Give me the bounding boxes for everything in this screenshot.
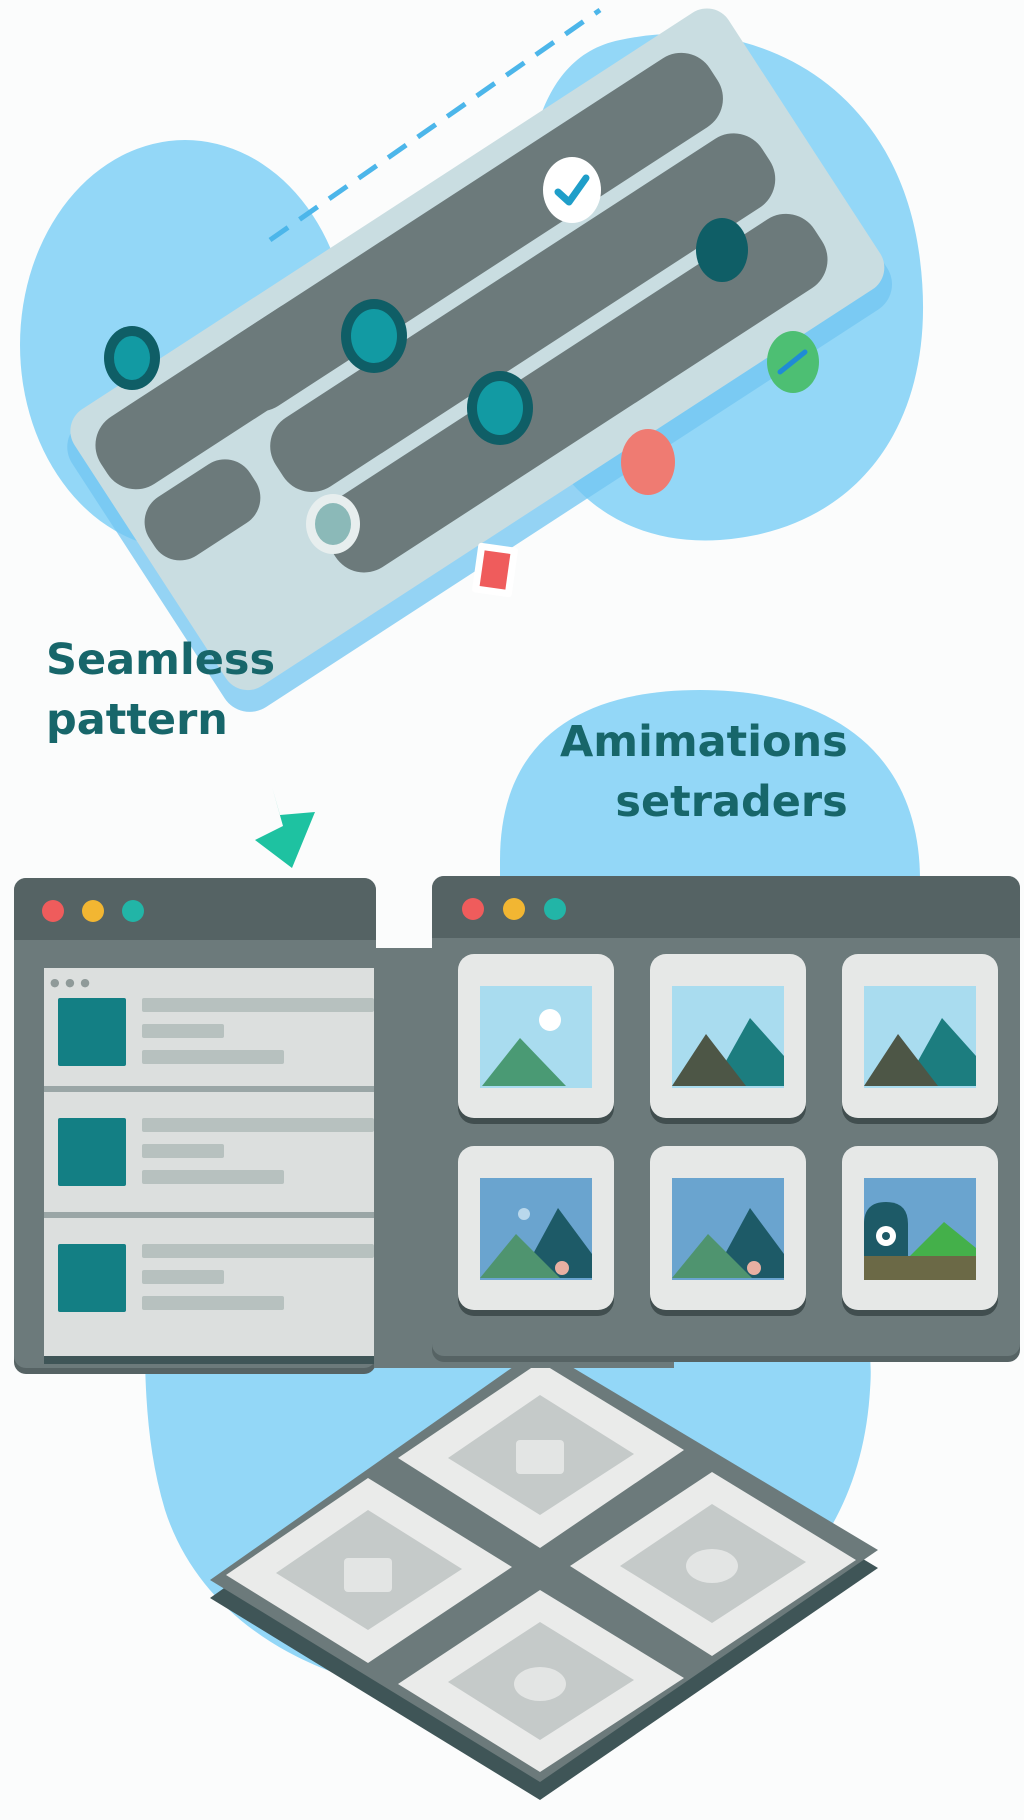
card-row-3	[322, 213, 828, 573]
more-dots-icon: ● ● ●	[50, 976, 91, 989]
card-row-2	[270, 133, 776, 492]
landscape-image-icon	[864, 986, 976, 1088]
caption-right-line-1: Amimations	[560, 717, 848, 767]
list-item-thumbnail	[58, 998, 126, 1066]
card-indicators	[104, 218, 748, 554]
list-item-thumbnail	[58, 1118, 126, 1186]
card-row-short-2	[144, 459, 261, 561]
list-item-line	[142, 1024, 224, 1038]
window-close-dot-icon[interactable]	[462, 898, 484, 920]
gallery-tile[interactable]	[458, 954, 614, 1118]
window-minimize-dot-icon[interactable]	[503, 898, 525, 920]
landscape-image-icon	[672, 1178, 784, 1280]
arrow-down-icon	[255, 787, 315, 868]
list-item[interactable]	[44, 1094, 374, 1218]
gallery-tile[interactable]	[458, 1146, 614, 1310]
list-item-line	[142, 1244, 374, 1258]
window-maximize-dot-icon[interactable]	[544, 898, 566, 920]
caption-left-line-1: Seamless	[46, 635, 276, 685]
isometric-tile-grid	[210, 1348, 878, 1800]
list-item-line	[142, 1270, 224, 1284]
gallery-tile[interactable]	[650, 954, 806, 1118]
gallery-tile[interactable]	[650, 1146, 806, 1310]
list-item-line	[142, 1170, 284, 1184]
window-maximize-dot-icon[interactable]	[122, 900, 144, 922]
window-close-dot-icon[interactable]	[42, 900, 64, 922]
checkmark-icon	[543, 157, 601, 223]
caption-left-line-2: pattern	[46, 695, 228, 745]
landscape-image-icon	[480, 986, 592, 1088]
iso-tile-right	[570, 1472, 856, 1656]
caption-animations: Amimations setraders	[560, 712, 848, 832]
gallery-window-titlebar	[432, 876, 1020, 938]
landscape-image-icon	[672, 986, 784, 1088]
list-item[interactable]: ● ● ●	[44, 968, 374, 1092]
list-item-line	[142, 998, 374, 1012]
gallery-window	[432, 876, 1020, 1356]
gallery-tile[interactable]	[842, 1146, 998, 1310]
landscape-image-icon	[864, 1178, 976, 1280]
landscape-image-icon	[480, 1178, 592, 1280]
list-item[interactable]	[44, 1220, 374, 1350]
iso-tile-bottom	[398, 1590, 684, 1772]
list-item-line	[142, 1296, 284, 1310]
iso-tile-left	[226, 1478, 512, 1663]
caption-right-line-2: setraders	[615, 777, 848, 827]
list-item-line	[142, 1144, 224, 1158]
gallery-tile[interactable]	[842, 954, 998, 1118]
iso-tile-top	[398, 1362, 684, 1548]
list-item-thumbnail	[58, 1244, 126, 1312]
list-item-line	[142, 1118, 374, 1132]
list-window: ● ● ●	[14, 878, 674, 1368]
caption-seamless-pattern: Seamless pattern	[46, 630, 275, 750]
list-window-titlebar	[14, 878, 376, 940]
dashed-connector	[268, 7, 602, 243]
tilted-list-card	[67, 8, 893, 712]
list-panel: ● ● ●	[44, 968, 374, 1356]
list-item-line	[142, 1050, 284, 1064]
window-minimize-dot-icon[interactable]	[82, 900, 104, 922]
pencil-icon	[767, 331, 819, 393]
card-icon	[472, 542, 518, 598]
